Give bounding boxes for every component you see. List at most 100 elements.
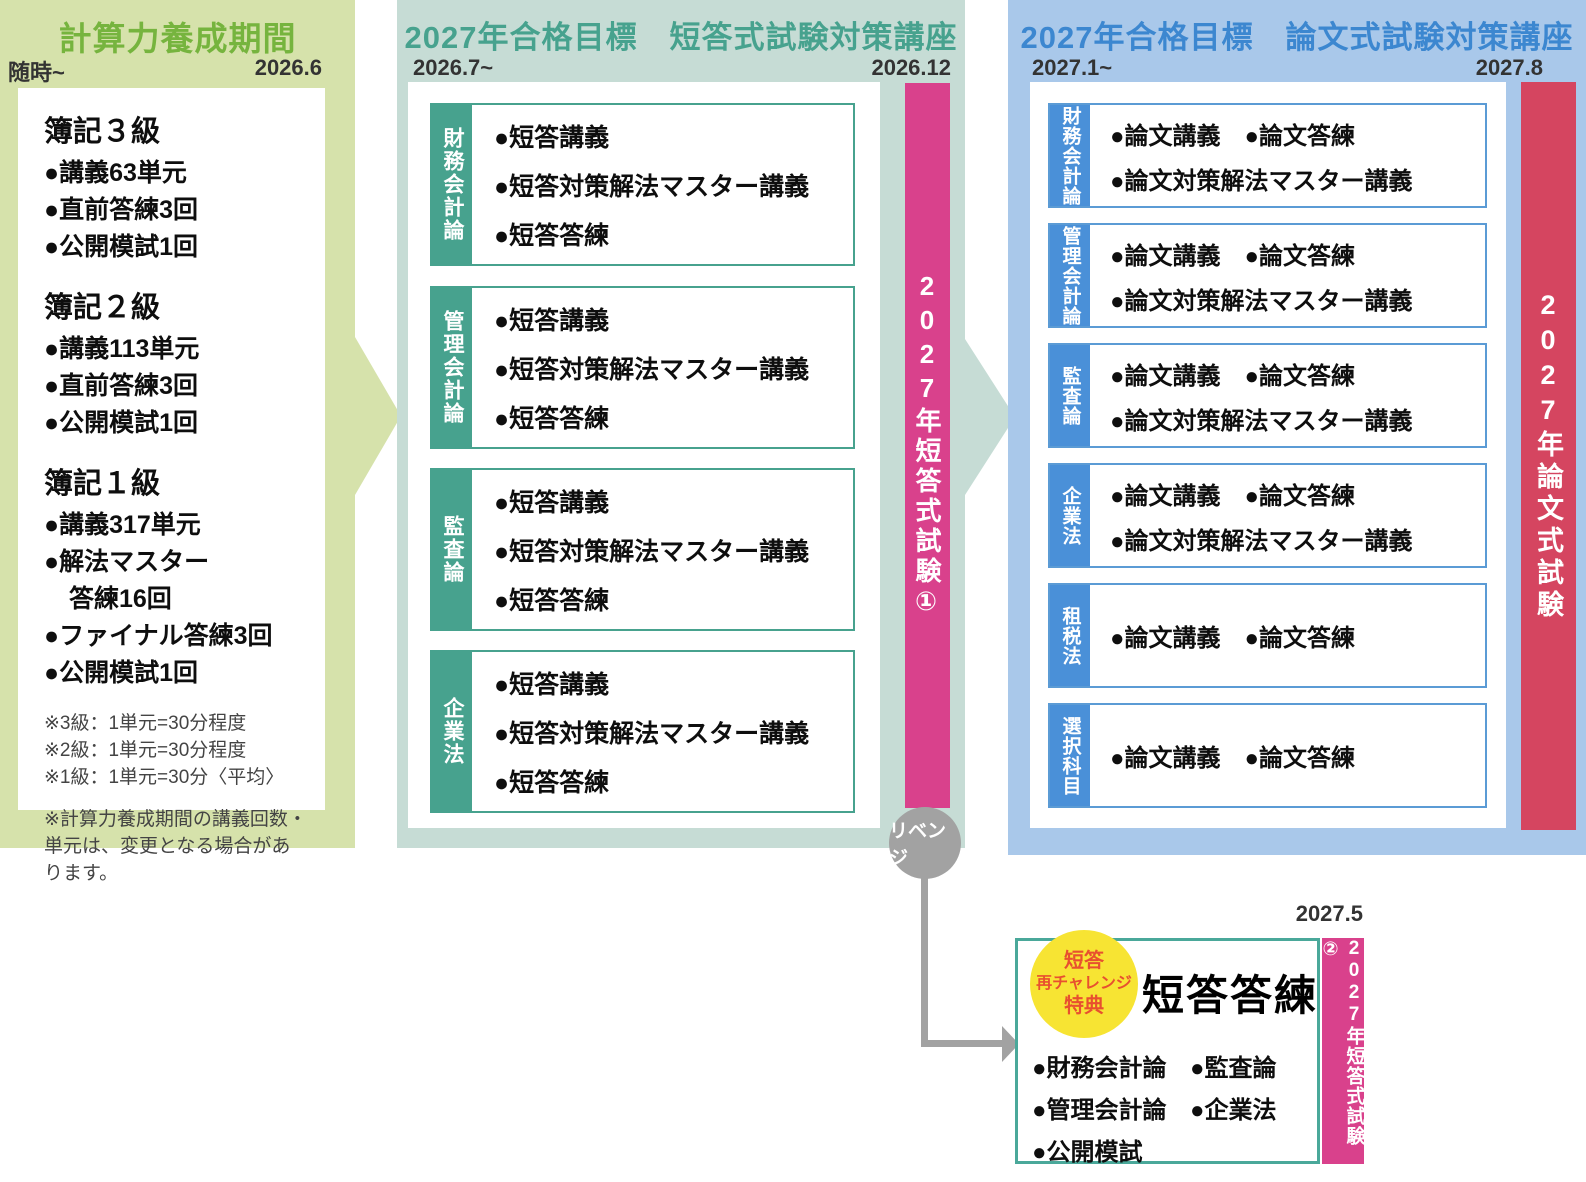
retry-box-title: 短答答練 xyxy=(1142,972,1319,1019)
boki-2-section: 簿記２級 ●講義113単元 ●直前答練3回 ●公開模試1回 xyxy=(44,284,313,442)
subject-items: ●短答講義 ●短答対策解法マスター講義 ●短答答練 xyxy=(472,105,853,264)
subject-items: ●論文講義 ●論文答練 xyxy=(1090,585,1485,686)
tanto-course-panel: 2027年合格目標 短答式試験対策講座 2026.7~ 2026.12 財務会計… xyxy=(397,0,965,848)
section-item: ●公開模試1回 xyxy=(44,409,199,437)
subject-items: ●短答講義 ●短答対策解法マスター講義 ●短答答練 xyxy=(472,288,853,447)
section-item: ●直前答練3回 xyxy=(44,372,199,400)
unit-duration-notes: ※3級：1単元=30分程度 ※2級：1単元=30分程度 ※1級：1単元=30分〈… xyxy=(44,710,313,791)
note-line: ※2級：1単元=30分程度 xyxy=(44,740,247,761)
subject-block-kigyou: 企業法 ●短答講義 ●短答対策解法マスター講義 ●短答答練 xyxy=(430,650,855,813)
section-item: ●公開模試1回 xyxy=(44,659,199,687)
retry-box xyxy=(1015,938,1320,1164)
subject-items: ●論文講義 ●論文答練 ●論文対策解法マスター講義 xyxy=(1090,465,1485,566)
course-item: ●論文対策解法マスター講義 xyxy=(1110,527,1413,555)
ronbun-course-dates: 2027.1~ 2027.8 xyxy=(1032,55,1543,81)
subject-block-kigyou: 企業法 ●論文講義 ●論文答練 ●論文対策解法マスター講義 xyxy=(1048,463,1487,568)
badge-line: 短答 xyxy=(1064,950,1104,972)
course-item: ●短答答練 xyxy=(494,404,610,433)
course-item: ●論文講義 ●論文答練 xyxy=(1110,625,1355,652)
subject-block-kanri: 管理会計論 ●論文講義 ●論文答練 ●論文対策解法マスター講義 xyxy=(1048,223,1487,328)
date-start: 2027.1~ xyxy=(1032,55,1113,80)
subject-label: 企業法 xyxy=(432,652,472,811)
subject-block-kansa: 監査論 ●論文講義 ●論文答練 ●論文対策解法マスター講義 xyxy=(1048,343,1487,448)
subject-label: 選択科目 xyxy=(1050,705,1090,806)
subject-label: 管理会計論 xyxy=(1050,225,1090,326)
tanto-exam-bar: 2027年短答式試験① xyxy=(905,83,950,808)
ronbun-course-panel: 2027年合格目標 論文式試験対策講座 2027.1~ 2027.8 財務会計論… xyxy=(1008,0,1586,855)
course-item: ●論文講義 ●論文答練 xyxy=(1110,482,1355,510)
date-end: 2027.8 xyxy=(1475,55,1543,80)
course-item: ●短答答練 xyxy=(494,221,610,250)
date-end: 2026.6 xyxy=(254,55,322,80)
course-item: ●管理会計論 xyxy=(1032,1097,1167,1124)
badge-line: 特典 xyxy=(1064,995,1104,1017)
course-item: ●短答対策解法マスター講義 xyxy=(494,172,810,201)
subject-items: ●論文講義 ●論文答練 ●論文対策解法マスター講義 xyxy=(1090,225,1485,326)
course-item: ●短答講義 xyxy=(494,306,610,335)
arrow-middle-to-right xyxy=(965,339,1015,495)
course-item: ●短答対策解法マスター講義 xyxy=(494,719,810,748)
course-item: ●短答答練 xyxy=(494,586,610,615)
section-item: ●ファイナル答練3回 xyxy=(44,622,273,650)
subject-label: 財務会計論 xyxy=(432,105,472,264)
calc-training-dates: 随時~ 2026.6 xyxy=(8,55,322,87)
note-line: ※1級：1単元=30分〈平均〉 xyxy=(44,767,285,788)
date-start: 随時~ xyxy=(8,60,65,85)
subject-label: 管理会計論 xyxy=(432,288,472,447)
subject-items: ●論文講義 ●論文答練 ●論文対策解法マスター講義 xyxy=(1090,345,1485,446)
subject-label: 企業法 xyxy=(1050,465,1090,566)
boki-3-section: 簿記３級 ●講義63単元 ●直前答練3回 ●公開模試1回 xyxy=(44,108,313,266)
retry-box-items: ●財務会計論 ●監査論 ●管理会計論 ●企業法 ●公開模試 xyxy=(1032,1048,1310,1167)
subject-items: ●論文講義 ●論文答練 ●論文対策解法マスター講義 xyxy=(1090,105,1485,206)
retry-exam-bar: 2027年短答式試験② xyxy=(1320,938,1365,1164)
subject-block-kansa: 監査論 ●短答講義 ●短答対策解法マスター講義 ●短答答練 xyxy=(430,468,855,631)
section-heading: 簿記２級 xyxy=(44,292,161,324)
section-item: 答練16回 xyxy=(44,585,172,613)
section-heading: 簿記３級 xyxy=(44,116,161,148)
course-item: ●短答答練 xyxy=(494,768,610,797)
section-item: ●講義63単元 xyxy=(44,159,187,187)
course-item: ●論文講義 ●論文答練 xyxy=(1110,745,1355,772)
course-item: ●公開模試 xyxy=(1032,1139,1143,1166)
retry-box-date: 2027.5 xyxy=(1295,901,1363,926)
subject-items: ●短答講義 ●短答対策解法マスター講義 ●短答答練 xyxy=(472,652,853,811)
section-item: ●講義113単元 xyxy=(44,335,200,363)
tanto-course-dates: 2026.7~ 2026.12 xyxy=(413,55,951,81)
subject-label: 監査論 xyxy=(432,470,472,629)
section-item: ●解法マスター xyxy=(44,548,210,576)
ronbun-course-title: 2027年合格目標 論文式試験対策講座 xyxy=(1020,20,1574,55)
course-item: ●論文講義 ●論文答練 xyxy=(1110,122,1355,150)
ronbun-exam-bar: 2027年論文式試験 xyxy=(1521,82,1576,830)
subject-label: 租税法 xyxy=(1050,585,1090,686)
change-disclaimer: ※計算力養成期間の講義回数・単元は、変更となる場合があります。 xyxy=(44,809,307,884)
course-item: ●論文講義 ●論文答練 xyxy=(1110,362,1355,390)
arrow-left-to-middle xyxy=(355,337,401,495)
course-item: ●短答対策解法マスター講義 xyxy=(494,537,810,566)
boki-1-section: 簿記１級 ●講義317単元 ●解法マスター 答練16回 ●ファイナル答練3回 ●… xyxy=(44,460,313,692)
subject-block-zaimu: 財務会計論 ●論文講義 ●論文答練 ●論文対策解法マスター講義 xyxy=(1048,103,1487,208)
subject-block-zaimu: 財務会計論 ●短答講義 ●短答対策解法マスター講義 ●短答答練 xyxy=(430,103,855,266)
rechallenge-benefit-badge: 短答 再チャレンジ 特典 xyxy=(1030,930,1138,1038)
subject-label: 財務会計論 xyxy=(1050,105,1090,206)
subject-block-sozei: 租税法 ●論文講義 ●論文答練 xyxy=(1048,583,1487,688)
subject-items: ●短答講義 ●短答対策解法マスター講義 ●短答答練 xyxy=(472,470,853,629)
tanto-course-title: 2027年合格目標 短答式試験対策講座 xyxy=(404,20,958,55)
subject-block-kanri: 管理会計論 ●短答講義 ●短答対策解法マスター講義 ●短答答練 xyxy=(430,286,855,449)
course-item: ●監査論 xyxy=(1190,1055,1277,1082)
subject-block-sentaku: 選択科目 ●論文講義 ●論文答練 xyxy=(1048,703,1487,808)
revenge-connector-vertical xyxy=(921,875,928,1047)
subject-label: 監査論 xyxy=(1050,345,1090,446)
course-item: ●短答講義 xyxy=(494,488,610,517)
revenge-arrowhead-icon xyxy=(1002,1026,1019,1062)
subject-items: ●論文講義 ●論文答練 xyxy=(1090,705,1485,806)
calc-training-title: 計算力養成期間 xyxy=(58,20,297,57)
course-item: ●短答講義 xyxy=(494,123,610,152)
course-item: ●短答対策解法マスター講義 xyxy=(494,355,810,384)
course-item: ●論文対策解法マスター講義 xyxy=(1110,167,1413,195)
badge-line: 再チャレンジ xyxy=(1036,975,1132,992)
note-line: ※3級：1単元=30分程度 xyxy=(44,713,247,734)
course-item: ●短答講義 xyxy=(494,670,610,699)
section-heading: 簿記１級 xyxy=(44,468,161,500)
section-item: ●直前答練3回 xyxy=(44,196,199,224)
